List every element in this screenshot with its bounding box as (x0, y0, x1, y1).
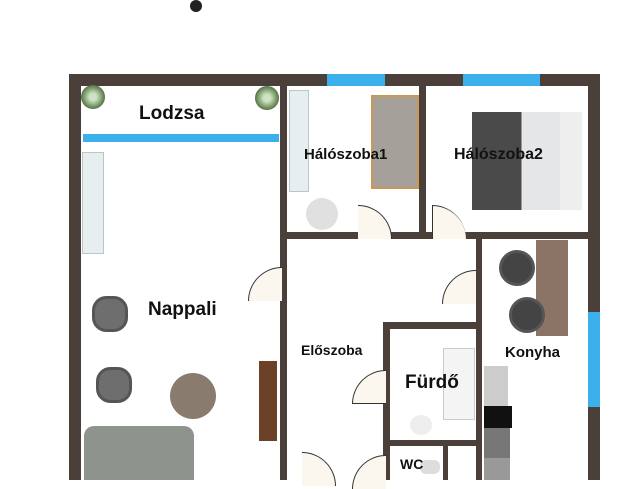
wardrobe (289, 90, 309, 192)
fridge (484, 458, 510, 480)
outer-wall-left (69, 74, 81, 480)
room-label-lodzsa: Lodzsa (139, 103, 205, 124)
room-label-wc: WC (400, 456, 424, 472)
side-table (306, 198, 338, 230)
inner-wall (383, 322, 390, 480)
stove (484, 428, 510, 458)
window (463, 74, 540, 86)
room-label-konyha: Konyha (505, 344, 561, 361)
door[interactable] (442, 270, 476, 304)
double-bed (472, 112, 582, 210)
bathtub (443, 348, 475, 420)
oven (484, 406, 512, 428)
dining-chair (499, 250, 535, 286)
inner-wall (280, 86, 287, 480)
armchair (92, 296, 128, 332)
compass-icon (190, 0, 202, 12)
plant-icon (255, 86, 279, 110)
toilet (420, 460, 440, 474)
door[interactable] (302, 452, 336, 486)
balcony-window (83, 134, 279, 142)
armchair (96, 367, 132, 403)
single-bed (371, 95, 419, 189)
door[interactable] (358, 205, 392, 239)
room-label-eloszoba: Előszoba (301, 342, 363, 358)
dining-chair (509, 297, 545, 333)
room-label-furdo: Fürdő (405, 372, 459, 393)
inner-wall (443, 446, 448, 480)
door[interactable] (352, 455, 386, 489)
room-label-haloszoba1: Hálószoba1 (304, 146, 388, 163)
inner-wall (390, 440, 476, 446)
sofa (84, 426, 194, 480)
door[interactable] (352, 370, 386, 404)
sink (410, 415, 432, 435)
door[interactable] (248, 267, 282, 301)
room-label-haloszoba2: Hálószoba2 (454, 146, 543, 163)
coffee-table (170, 373, 216, 419)
inner-wall (383, 322, 476, 329)
kitchen-sink (484, 366, 508, 406)
window (327, 74, 385, 86)
room-label-nappali: Nappali (148, 299, 217, 320)
tv-stand (259, 361, 277, 441)
outer-wall-right (588, 74, 600, 480)
window (588, 312, 600, 407)
wardrobe (82, 152, 104, 254)
inner-wall (419, 86, 426, 238)
plant-icon (81, 85, 105, 109)
inner-wall (476, 239, 482, 480)
door[interactable] (432, 205, 466, 239)
